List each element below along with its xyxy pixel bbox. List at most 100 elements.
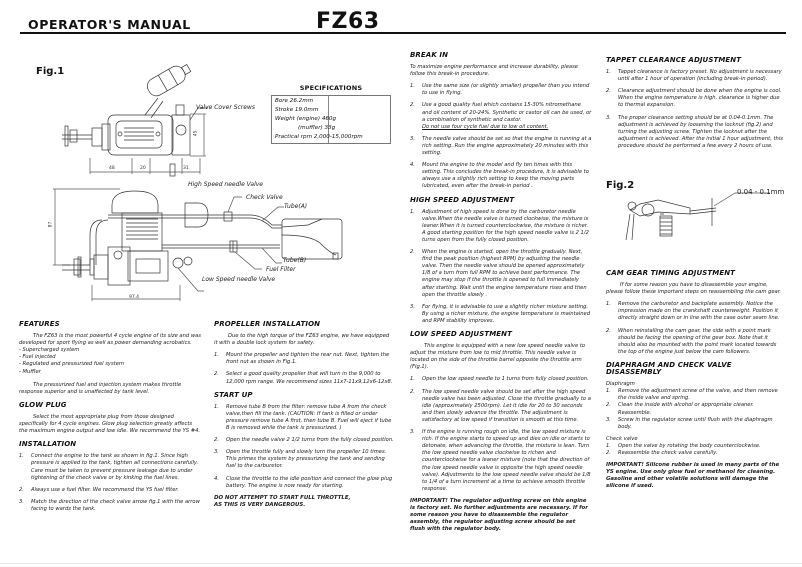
break-in-item: 2. Use a good quality fuel which contains… — [410, 102, 592, 130]
glow-plug-text: Select the most appropriate plug from th… — [19, 413, 201, 435]
header-rule — [20, 32, 786, 34]
tappet-item: 1. Tappet clearance is factory preset. No… — [606, 69, 786, 83]
start-up-warning: DO NOT ATTEMPT TO START FULL THROTTLE, A… — [214, 495, 394, 509]
tappet-item: 3.The proper clearance setting should be… — [606, 115, 786, 150]
item-number: 3. — [410, 135, 415, 142]
item-text: Open the needle valve 2 1/2 turns from t… — [226, 437, 394, 444]
cam-gear-item: 2.When reinstalling the cam gear, the si… — [606, 328, 786, 356]
specifications-box: Bore 26.2mm Stroke 19.0mm Weight (engine… — [271, 95, 391, 144]
clearance-value: 0.04 - 0.1mm — [737, 188, 785, 196]
features-outro: The pressurized fuel and injection syste… — [19, 381, 182, 395]
item-number: 3. — [410, 429, 415, 436]
item-text: If the engine is running rough on idle, … — [422, 429, 591, 492]
diaphragm-item: 3.Screw in the regulator screw until flu… — [606, 417, 786, 431]
item-number: 3. — [606, 114, 611, 121]
break-in-item: 4.Mount the engine to the model and fly … — [410, 162, 592, 190]
glow-plug-heading: GLOW PLUG — [19, 400, 67, 409]
warning-line: AS THIS IS VERY DANGEROUS. — [214, 501, 306, 508]
dimension-31: 31 — [183, 166, 189, 171]
diaphragm-heading: DIAPHRAGM AND CHECK VALVE DISASSEMBLY — [606, 360, 732, 377]
callout-fuel-filter: Fuel Filter — [266, 266, 296, 273]
low-speed-item: 1.Open the low speed needle to 1 turns f… — [410, 376, 592, 383]
item-text: For flying, it is advisable to use a sli… — [422, 303, 591, 324]
item-text: Connect the engine to the tank as shown … — [31, 453, 199, 481]
specifications-table: SPECIFICATIONS Bore 26.2mm Stroke 19.0mm… — [271, 84, 391, 144]
start-up-item: 3.Open the throttle fully and slowly tur… — [214, 449, 394, 470]
dimension-48: 48 — [109, 166, 115, 171]
low-speed-intro: This engine is equipped with a new low s… — [410, 343, 586, 371]
propeller-installation-intro: Due to the high torque of the FZ63 engin… — [214, 333, 390, 347]
fig1-label: Fig.1 — [36, 66, 65, 77]
warning-line: DO NOT ATTEMPT TO START FULL THROTTLE, — [214, 494, 351, 501]
features-heading: FEATURES — [19, 320, 60, 328]
feature-item: - Fuel injected — [19, 354, 56, 361]
item-text: Tappet clearance is factory preset. No a… — [618, 69, 782, 83]
item-number: 1. — [410, 376, 415, 383]
item-number: 4. — [410, 162, 415, 169]
cam-gear-intro: If for some reason you have to disassemb… — [606, 282, 782, 296]
item-text: The low speed needle valve should be set… — [422, 388, 591, 423]
callout-tube-a: Tube(A) — [284, 203, 308, 210]
features-intro: The FZ63 is the most powerful 4 cycle en… — [19, 333, 201, 347]
item-text: Reassemble the check valve carefully. — [618, 449, 718, 456]
tappet-heading: TAPPET CLEARANCE ADJUSTMENT — [606, 56, 742, 64]
item-number: 2. — [410, 388, 415, 395]
low-speed-item: 2. The low speed needle valve should be s… — [410, 389, 592, 424]
engine-top-view-drawing — [62, 64, 208, 177]
diaphragm-section: DIAPHRAGM AND CHECK VALVE DISASSEMBLY Di… — [606, 360, 786, 490]
fig2-label: Fig.2 — [606, 180, 635, 191]
installation-item: 1.Connect the engine to the tank as show… — [19, 453, 202, 481]
item-text: Use a good quality fuel which contains 1… — [422, 102, 592, 123]
features-section: FEATURES The FZ63 is the most powerful 4… — [19, 320, 202, 396]
cam-gear-section: CAM GEAR TIMING ADJUSTMENT If for some r… — [606, 269, 786, 356]
item-text: Always use a fuel filter. We recommend t… — [31, 486, 179, 493]
item-text: The needle valve should be set so that t… — [422, 135, 592, 157]
check-valve-item: 2. Reassemble the check valve carefully. — [606, 450, 786, 457]
item-text: Use the same size (or slightly smaller) … — [422, 83, 590, 97]
item-number: 1. — [606, 301, 611, 308]
propeller-item: 2.Select a good quality propeller that w… — [214, 371, 394, 385]
item-number: 2. — [606, 88, 611, 95]
tappet-section: TAPPET CLEARANCE ADJUSTMENT 1. Tappet cle… — [606, 56, 786, 150]
break-in-item: 1. Use the same size (or slightly smaller… — [410, 83, 592, 97]
specifications-divider — [328, 96, 329, 143]
cam-gear-heading: CAM GEAR TIMING ADJUSTMENT — [606, 269, 736, 277]
high-speed-item: 3.For flying, it is advisable to use a s… — [410, 304, 592, 325]
high-speed-item: 1.Adjustment of high speed is done by th… — [410, 209, 592, 244]
diaphragm-label: Diaphragm — [606, 381, 635, 388]
feature-item: - Regulated and pressurized fuel system — [19, 361, 124, 368]
dimension-87: 87 — [48, 221, 54, 228]
item-number: 2. — [606, 449, 611, 456]
item-number: 3. — [19, 498, 24, 505]
dimension-20: 20 — [140, 166, 146, 171]
start-up-section: START UP 1.Remove tube B from the filter… — [214, 391, 394, 509]
callout-tube-b: Tube(B) — [283, 257, 307, 264]
start-up-item: 4.Close the throttle to the idle positio… — [214, 476, 394, 490]
spec-practical-rpm: Practical rpm 2,000-15,000rpm — [275, 134, 363, 140]
item-text: When the engine is started, open the thr… — [422, 249, 587, 298]
item-number: 2. — [410, 102, 415, 109]
callout-high-speed-needle-valve: High Speed needle Valve — [188, 181, 263, 188]
check-valve-item: 1.Open the valve by rotating the body co… — [606, 443, 786, 450]
engine-side-view-drawing — [53, 188, 343, 301]
item-text: Match the direction of the check valve a… — [31, 498, 200, 512]
callout-check-valve: Check Valve — [246, 194, 283, 201]
item-number: 1. — [606, 388, 611, 395]
installation-heading: INSTALLATION — [19, 440, 77, 449]
item-number: 1. — [410, 208, 415, 215]
propeller-installation-section: PROPELLER INSTALLATION Due to the high t… — [214, 320, 394, 386]
item-number: 2. — [214, 371, 219, 378]
item-text: Remove the carburetor and backplate asse… — [618, 301, 780, 322]
item-number: 2. — [214, 437, 219, 444]
column-4-top: TAPPET CLEARANCE ADJUSTMENT 1. Tappet cle… — [606, 56, 786, 156]
item-number: 2. — [19, 486, 24, 493]
item-number: 1. — [606, 69, 611, 76]
model-name: FZ63 — [316, 9, 380, 34]
break-in-heading: BREAK IN — [410, 51, 449, 59]
item-text: Open the throttle fully and slowly turn … — [226, 449, 387, 470]
rocker-arm-drawing — [625, 192, 770, 241]
page-bottom-edge — [0, 563, 802, 564]
feature-item: - Muffler — [19, 368, 41, 375]
callout-low-speed-needle-valve: Low Speed needle Valve — [202, 276, 276, 283]
item-number: 1. — [410, 83, 415, 90]
